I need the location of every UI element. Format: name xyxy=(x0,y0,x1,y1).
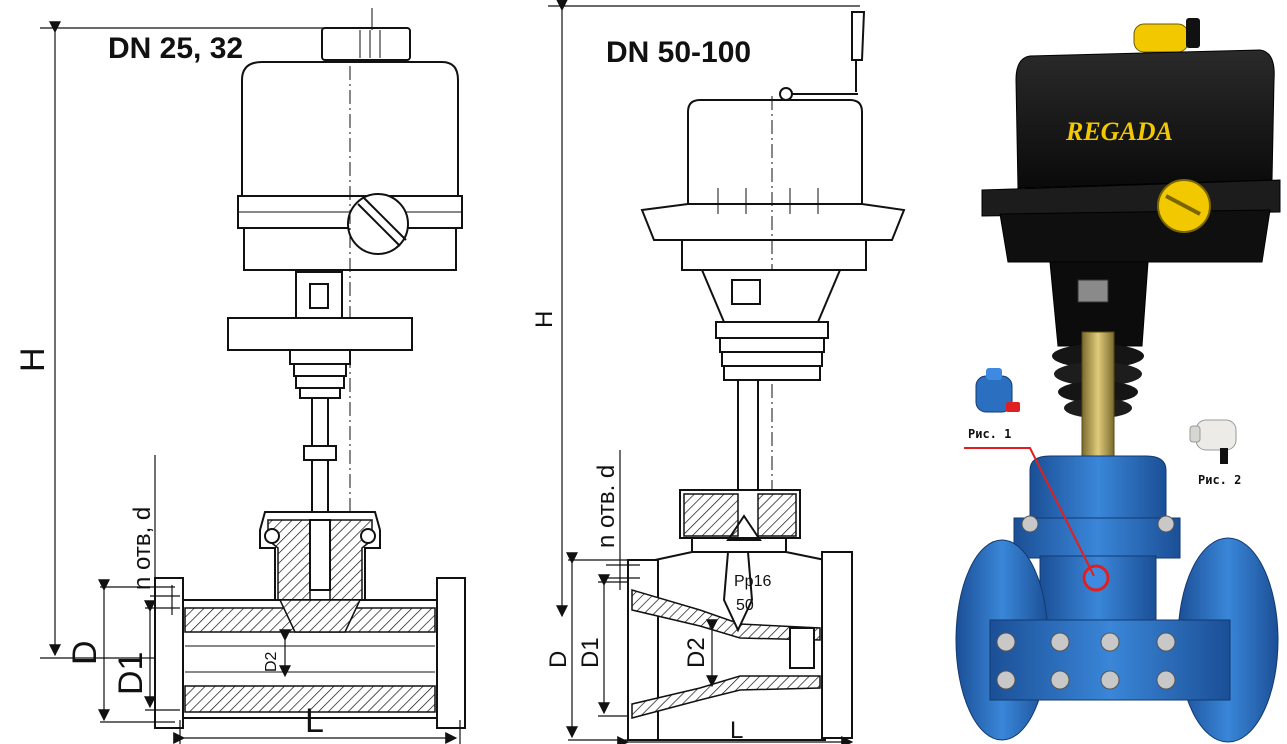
fig1-label: Рис. 1 xyxy=(968,427,1011,441)
middle-marking-pressure: Pp16 xyxy=(734,573,771,590)
fig1-pointer-line xyxy=(964,447,1095,577)
middle-d1-label: D1 xyxy=(577,637,604,668)
middle-flange-right xyxy=(821,551,853,739)
indicator-hole xyxy=(1082,564,1110,592)
left-d1-label: D1 xyxy=(112,652,150,695)
middle-bolt xyxy=(789,627,815,669)
yoke-nut xyxy=(1077,279,1109,303)
actuator-base xyxy=(999,209,1271,263)
middle-crank-handle[interactable] xyxy=(851,11,866,61)
middle-actuator-flange xyxy=(640,203,906,241)
middle-bellows xyxy=(715,321,829,381)
bonnet-flange xyxy=(1013,517,1181,559)
actuator-yoke xyxy=(1049,261,1149,347)
actuator-yellow-cap xyxy=(1133,23,1189,53)
middle-marking-dn: 50 xyxy=(736,597,754,614)
middle-warning-triangle-area xyxy=(722,551,754,633)
left-flange-right xyxy=(436,577,466,729)
middle-h-label: H xyxy=(531,311,558,328)
middle-valve-stem xyxy=(737,379,759,491)
actuator-brand: REGADA xyxy=(1065,117,1173,146)
left-d2-label: D2 xyxy=(263,651,280,672)
fig1-blue-indicator xyxy=(975,368,1020,413)
photo-bolts xyxy=(996,632,1176,690)
left-holes-label: n отв, d xyxy=(129,507,156,590)
left-drawing: DN 25, 32 H xyxy=(14,8,466,744)
left-d-label: D xyxy=(66,640,104,665)
left-actuator-cap xyxy=(321,27,411,61)
left-l-label: L xyxy=(305,702,324,740)
middle-drawing: DN 50-100 H xyxy=(531,0,906,744)
valve-photo: REGADA xyxy=(955,18,1281,743)
left-bellows xyxy=(289,349,351,399)
middle-l-label: L xyxy=(730,717,743,744)
left-yoke-plate xyxy=(227,317,413,351)
middle-yoke xyxy=(700,269,842,323)
brass-stem xyxy=(1081,331,1115,461)
left-diaphragm xyxy=(278,599,362,633)
left-title: DN 25, 32 xyxy=(108,32,243,65)
left-h-label: H xyxy=(14,347,52,372)
middle-holes-label: n отв. d xyxy=(593,465,620,548)
valve-bonnet xyxy=(1029,455,1167,521)
left-flange-left xyxy=(154,577,184,729)
middle-liner-bottom xyxy=(631,675,821,719)
actuator-vent-plug xyxy=(1186,18,1200,48)
middle-actuator-housing xyxy=(687,99,863,205)
middle-liner-top xyxy=(631,588,821,641)
middle-title: DN 50-100 xyxy=(606,36,751,69)
left-liner-bottom xyxy=(184,685,436,713)
fig2-label: Рис. 2 xyxy=(1198,473,1241,487)
middle-d2-label: D2 xyxy=(683,637,710,668)
middle-d-label: D xyxy=(545,651,572,668)
middle-actuator-base xyxy=(681,239,867,271)
photo-bellows xyxy=(1052,344,1144,418)
fig2-white-indicator xyxy=(1189,419,1237,464)
